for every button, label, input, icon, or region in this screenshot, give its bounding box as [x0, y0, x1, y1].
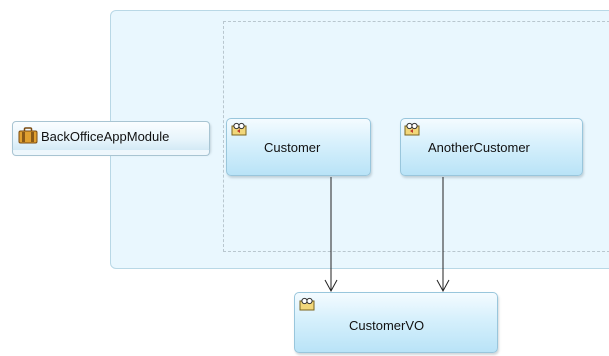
edge-customer-to-customervo[interactable]: [324, 177, 338, 293]
another-customer-node[interactable]: [400, 118, 583, 176]
view-object-icon: [299, 297, 315, 311]
edge-anothercustomer-to-customervo[interactable]: [436, 177, 450, 293]
customer-node-label: Customer: [264, 140, 321, 155]
briefcase-icon: [18, 127, 38, 144]
view-object-instance-icon: [231, 122, 247, 136]
customer-vo-node[interactable]: [294, 292, 498, 353]
data-model-region: [223, 21, 609, 252]
view-object-instance-icon: [404, 122, 420, 136]
another-customer-node-label: AnotherCustomer: [428, 140, 530, 155]
app-module-label: BackOfficeAppModule: [41, 129, 170, 144]
customer-vo-node-label: CustomerVO: [349, 318, 425, 333]
app-module-node-shadow: [12, 150, 210, 156]
customer-node[interactable]: [226, 118, 371, 176]
